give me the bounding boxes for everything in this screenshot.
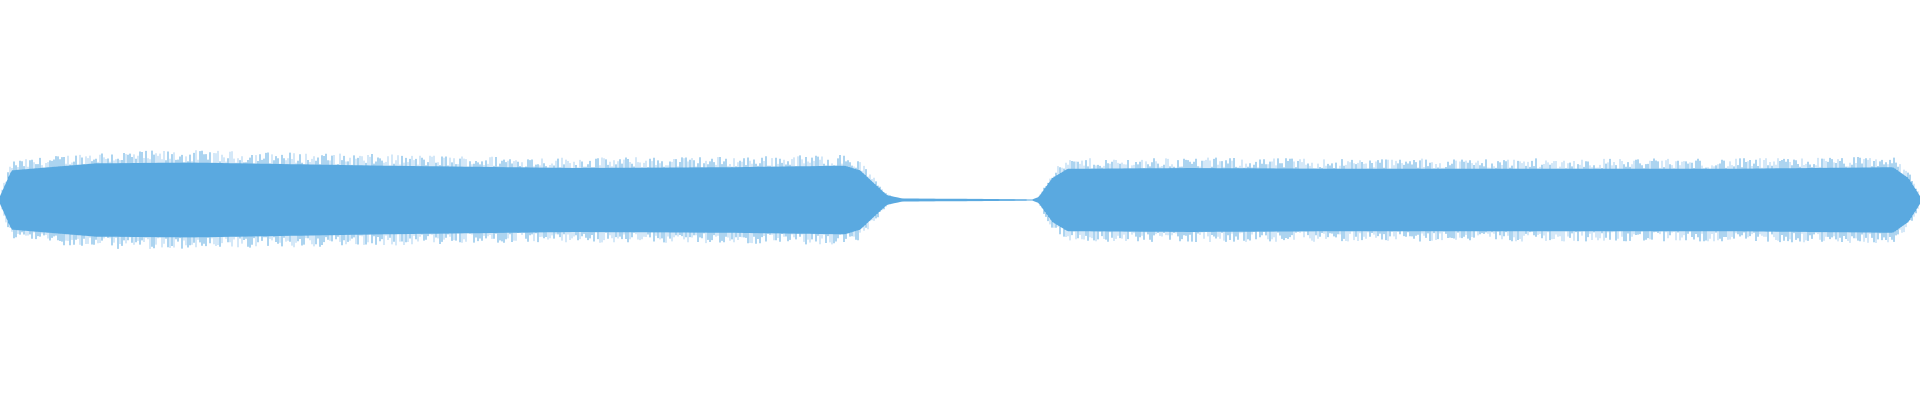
audio-waveform[interactable] (0, 0, 1920, 400)
waveform-view[interactable] (0, 0, 1920, 400)
